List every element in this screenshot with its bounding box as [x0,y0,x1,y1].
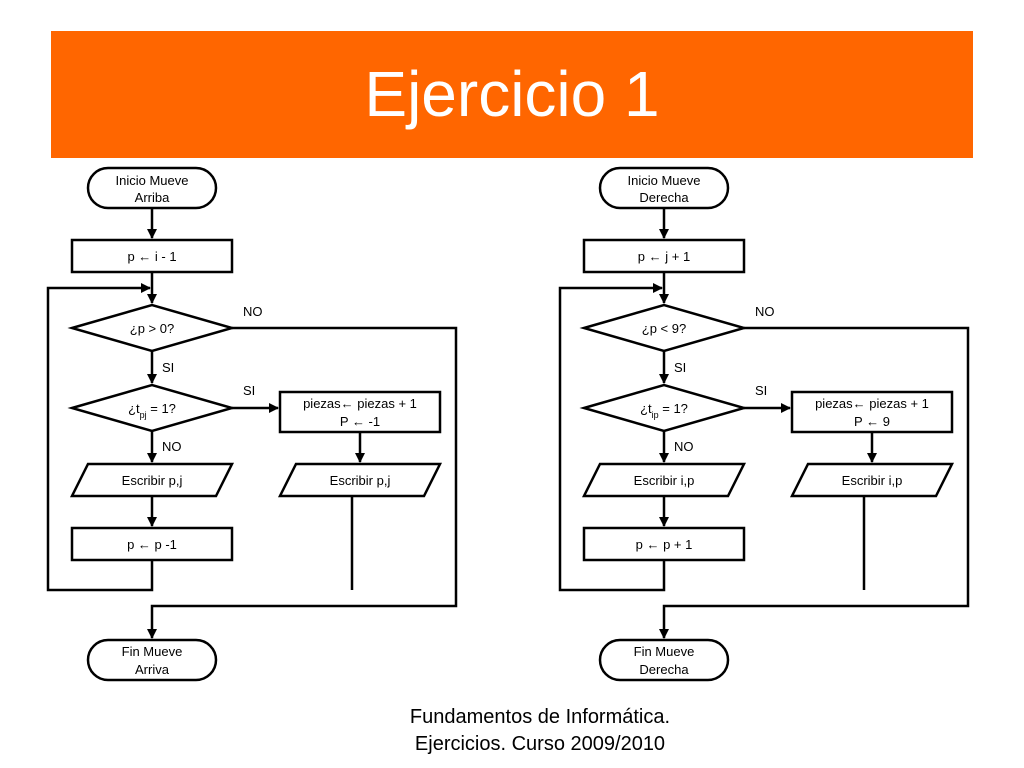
right-label-no-down: NO [674,439,694,454]
left-decision-2-label: ¿tpj = 1? [128,401,176,420]
right-end-terminator [598,638,730,682]
right-end-label-line-1: Fin Mueve [634,644,695,659]
left-arrow-no-exit [147,326,458,639]
right-start-label-line-1: Inicio Mueve [628,173,701,188]
right-label-si-right: SI [755,383,767,398]
right-end-label-line-2: Derecha [639,662,689,677]
left-write-no-label: Escribir p,j [122,473,183,488]
title-bar [51,31,973,158]
left-yes-action-label-line-1: piezas← piezas + 1 [303,396,417,411]
right-yes-action-label-line-1: piezas← piezas + 1 [815,396,929,411]
right-arrow-no-exit [659,326,970,639]
left-yes-action-label-line-2: P ← -1 [340,414,380,429]
right-update-label: p ← p + 1 [636,537,693,552]
right-label-si-down: SI [674,360,686,375]
right-arrow-loop-back [558,283,666,592]
left-label-no-down: NO [162,439,182,454]
left-init-label: p ← i - 1 [127,249,176,264]
right-write-yes-label: Escribir i,p [842,473,903,488]
right-write-no-label: Escribir i,p [634,473,695,488]
left-write-output-yes [277,462,443,498]
left-start-label-line-1: Inicio Mueve [116,173,189,188]
footer-line-1: Fundamentos de Informática. [409,706,671,728]
right-yes-action-process [790,390,954,434]
left-label-si-right: SI [243,383,255,398]
left-start-label-line-2: Arriba [135,190,170,205]
right-yes-action-label-line-2: P ← 9 [854,414,890,429]
left-end-label-line-1: Fin Mueve [122,644,183,659]
right-decision-1-label: ¿p < 9? [642,321,686,336]
left-end-terminator [86,638,218,682]
left-yes-action-process [278,390,442,434]
left-end-label-line-2: Arriva [135,662,170,677]
right-decision-2-label: ¿tip = 1? [640,401,688,420]
right-start-label-line-2: Derecha [639,190,689,205]
left-label-si-down: SI [162,360,174,375]
footer: Fundamentos de Informática. Ejercicios. … [330,704,750,758]
left-write-yes-label: Escribir p,j [330,473,391,488]
footer-line-2: Ejercicios. Curso 2009/2010 [414,733,666,755]
left-decision-1-label: ¿p > 0? [130,321,174,336]
left-write-output-no [69,462,235,498]
left-update-label: p ← p -1 [127,537,177,552]
right-init-label: p ← j + 1 [638,249,690,264]
left-label-no-top: NO [243,304,263,319]
left-init-process [70,238,234,274]
slide-title: Ejercicio 1 [364,58,660,130]
right-write-output-yes [789,462,955,498]
right-label-no-top: NO [755,304,775,319]
right-init-process [582,238,746,274]
left-arrow-loop-back [46,283,154,592]
right-write-output-no [581,462,747,498]
